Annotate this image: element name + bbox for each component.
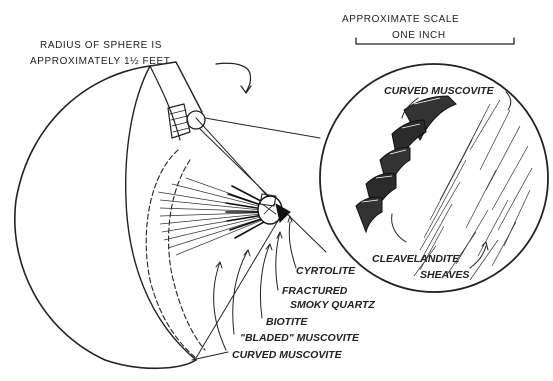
label-biotite: BIOTITE	[266, 316, 308, 328]
scale-bar: APPROXIMATE SCALE ONE INCH	[342, 14, 514, 44]
inset-leader-upper	[205, 118, 320, 138]
magnifier-circle	[187, 111, 205, 129]
radius-note-arrow	[216, 63, 251, 92]
zone-boundary-inner	[169, 160, 205, 350]
zone-labels: CYRTOLITE FRACTURED SMOKY QUARTZ BIOTITE…	[232, 265, 375, 361]
label-fractured-line1: FRACTURED	[282, 285, 348, 297]
curved-muscovite-crystals	[356, 96, 456, 232]
label-curved-muscovite: CURVED MUSCOVITE	[232, 349, 343, 361]
inset-cleavelandite-label-line1: CLEAVELANDITE	[372, 253, 460, 265]
zone-boundary-outer	[146, 150, 196, 358]
label-bladed-muscovite: "BLADED" MUSCOVITE	[240, 332, 360, 344]
inset-cleavelandite-label-line2: SHEAVES	[420, 269, 469, 281]
label-fractured-line2: SMOKY QUARTZ	[290, 299, 375, 311]
label-cyrtolite: CYRTOLITE	[296, 265, 356, 277]
inset-leader-lower	[200, 129, 326, 252]
scale-title: APPROXIMATE SCALE	[342, 14, 459, 25]
wedge-top-edge	[150, 62, 202, 112]
inset-curved-muscovite-label: CURVED MUSCOVITE	[384, 85, 495, 97]
sphere-radius-note: RADIUS OF SPHERE IS APPROXIMATELY 1½ FEE…	[30, 40, 251, 93]
scale-unit: ONE INCH	[392, 30, 446, 41]
radius-note-line1: RADIUS OF SPHERE IS	[40, 40, 162, 51]
magnified-inset: CURVED MUSCOVITE CLEAVELANDITE SHEAVES	[320, 64, 548, 292]
wedge-cut-edge	[150, 66, 180, 140]
radius-note-line2: APPROXIMATELY 1½ FEET	[30, 56, 170, 67]
